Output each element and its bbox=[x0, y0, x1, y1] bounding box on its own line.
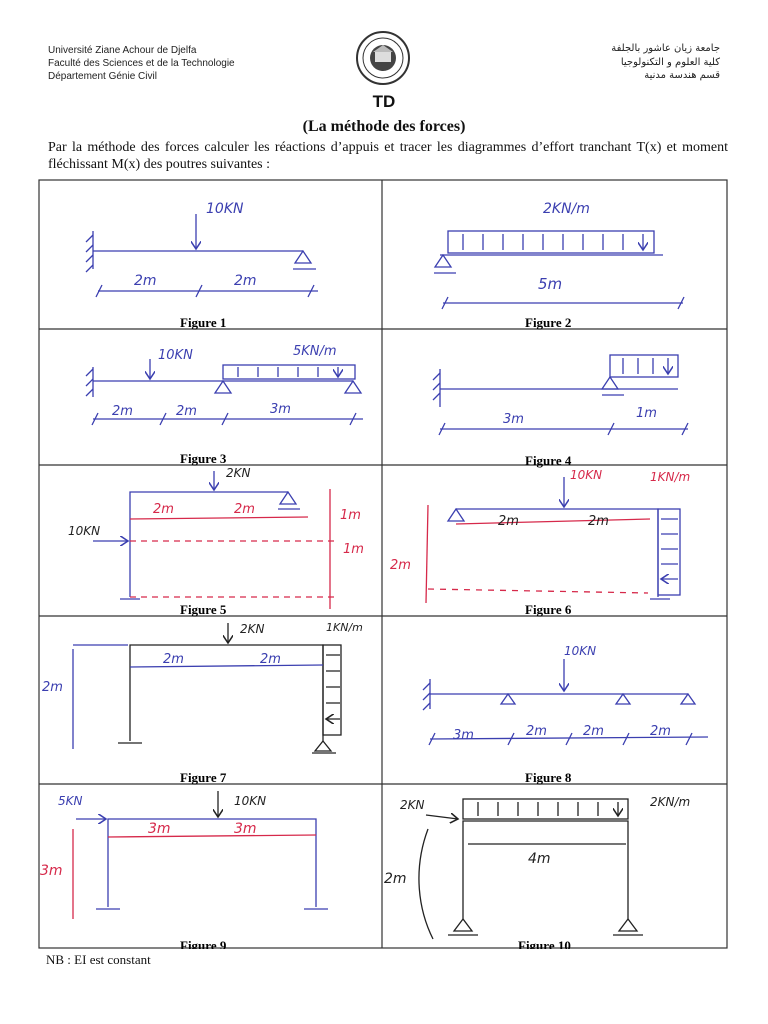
header-line: Département Génie Civil bbox=[48, 71, 157, 82]
fig10-label: Figure 10 bbox=[518, 938, 571, 949]
fig4-label: Figure 4 bbox=[525, 453, 572, 468]
figure-4 bbox=[432, 354, 689, 436]
figure-grid: 10KN 2m 2m Figure 1 2KN/m 5m Figure 2 bbox=[38, 179, 728, 949]
university-seal-icon bbox=[356, 31, 410, 85]
fig9-load-label: 10KN bbox=[234, 794, 266, 808]
header-line: كلية العلوم و التكنولوجيا bbox=[620, 56, 720, 68]
fig5-load-label: 10KN bbox=[68, 524, 100, 538]
fig10-load-label: 2KN bbox=[400, 798, 425, 812]
figure-2 bbox=[433, 230, 685, 310]
fig6-label: Figure 6 bbox=[525, 602, 572, 617]
fig5-height-label: 1m bbox=[343, 542, 364, 557]
fig1-span-label: 2m bbox=[234, 273, 257, 289]
figures-drawing: 10KN 2m 2m Figure 1 2KN/m 5m Figure 2 bbox=[38, 179, 728, 949]
fig4-span-label: 1m bbox=[636, 406, 657, 421]
figure-3 bbox=[85, 359, 363, 426]
fig9-load-label: 5KN bbox=[58, 794, 83, 808]
figure-8 bbox=[422, 659, 709, 746]
fig7-label: Figure 7 bbox=[180, 770, 227, 785]
fig9-span-label: 3m bbox=[234, 821, 257, 837]
fig5-span-label: 2m bbox=[153, 502, 174, 517]
fig9-span-label: 3m bbox=[148, 821, 171, 837]
fig8-span-label: 2m bbox=[526, 724, 547, 739]
fig7-load-label: 2KN bbox=[240, 622, 265, 636]
instructions-text: Par la méthode des forces calculer les r… bbox=[48, 140, 728, 172]
fig1-load-label: 10KN bbox=[206, 201, 244, 217]
figure-6 bbox=[425, 477, 681, 604]
university-header-ar: جامعة زيان عاشور بالجلفة كلية العلوم و ا… bbox=[611, 42, 720, 83]
fig10-height-label: 2m bbox=[384, 871, 407, 887]
fig2-label: Figure 2 bbox=[525, 315, 571, 330]
fig6-span-label: 2m bbox=[498, 514, 519, 529]
fig7-load-label: 1KN/m bbox=[326, 621, 363, 634]
fig7-span-label: 2m bbox=[163, 652, 184, 667]
fig5-span-label: 2m bbox=[234, 502, 255, 517]
table-grid bbox=[38, 179, 728, 949]
fig2-load-label: 2KN/m bbox=[543, 201, 590, 217]
fig6-load-label: 10KN bbox=[570, 468, 602, 482]
figure-10 bbox=[418, 798, 643, 940]
page-title: TD bbox=[372, 92, 396, 111]
fig7-span-label: 2m bbox=[260, 652, 281, 667]
fig4-span-label: 3m bbox=[503, 412, 524, 427]
figure-5 bbox=[93, 471, 338, 609]
page-subtitle: (La méthode des forces) bbox=[302, 118, 466, 135]
fig10-load-label: 2KN/m bbox=[650, 795, 690, 809]
fig6-load-label: 1KN/m bbox=[650, 470, 690, 484]
header-line: Université Ziane Achour de Djelfa bbox=[48, 45, 197, 56]
figure-1 bbox=[85, 214, 318, 298]
fig10-span-label: 4m bbox=[528, 851, 551, 867]
fig6-span-label: 2m bbox=[588, 514, 609, 529]
figure-7 bbox=[72, 623, 342, 754]
fig5-load-label: 2KN bbox=[226, 466, 251, 480]
header-line: جامعة زيان عاشور بالجلفة bbox=[611, 43, 720, 54]
fig3-span-label: 3m bbox=[270, 402, 291, 417]
figure-9 bbox=[72, 791, 328, 919]
fig9-label: Figure 9 bbox=[180, 938, 227, 949]
fig3-load-label: 10KN bbox=[158, 348, 193, 363]
fig5-height-label: 1m bbox=[340, 508, 361, 523]
fig3-load-label: 5KN/m bbox=[293, 344, 337, 359]
fig8-span-label: 3m bbox=[453, 728, 474, 743]
fig8-span-label: 2m bbox=[650, 724, 671, 739]
fig1-span-label: 2m bbox=[134, 273, 157, 289]
fig9-height-label: 3m bbox=[40, 863, 63, 879]
fig6-height-label: 2m bbox=[390, 558, 411, 573]
header-line: Faculté des Sciences et de la Technologi… bbox=[48, 58, 235, 69]
fig1-label: Figure 1 bbox=[180, 315, 226, 330]
fig2-span-label: 5m bbox=[538, 275, 562, 293]
fig3-span-label: 2m bbox=[112, 404, 133, 419]
fig8-span-label: 2m bbox=[583, 724, 604, 739]
university-header-fr: Université Ziane Achour de Djelfa Facult… bbox=[48, 44, 235, 83]
fig5-label: Figure 5 bbox=[180, 602, 227, 617]
footnote: NB : EI est constant bbox=[46, 952, 151, 967]
fig8-load-label: 10KN bbox=[564, 644, 596, 658]
fig8-label: Figure 8 bbox=[525, 770, 572, 785]
fig7-height-label: 2m bbox=[42, 680, 63, 695]
header-line: قسم هندسة مدنية bbox=[644, 70, 720, 81]
fig3-span-label: 2m bbox=[176, 404, 197, 419]
fig3-label: Figure 3 bbox=[180, 451, 227, 466]
